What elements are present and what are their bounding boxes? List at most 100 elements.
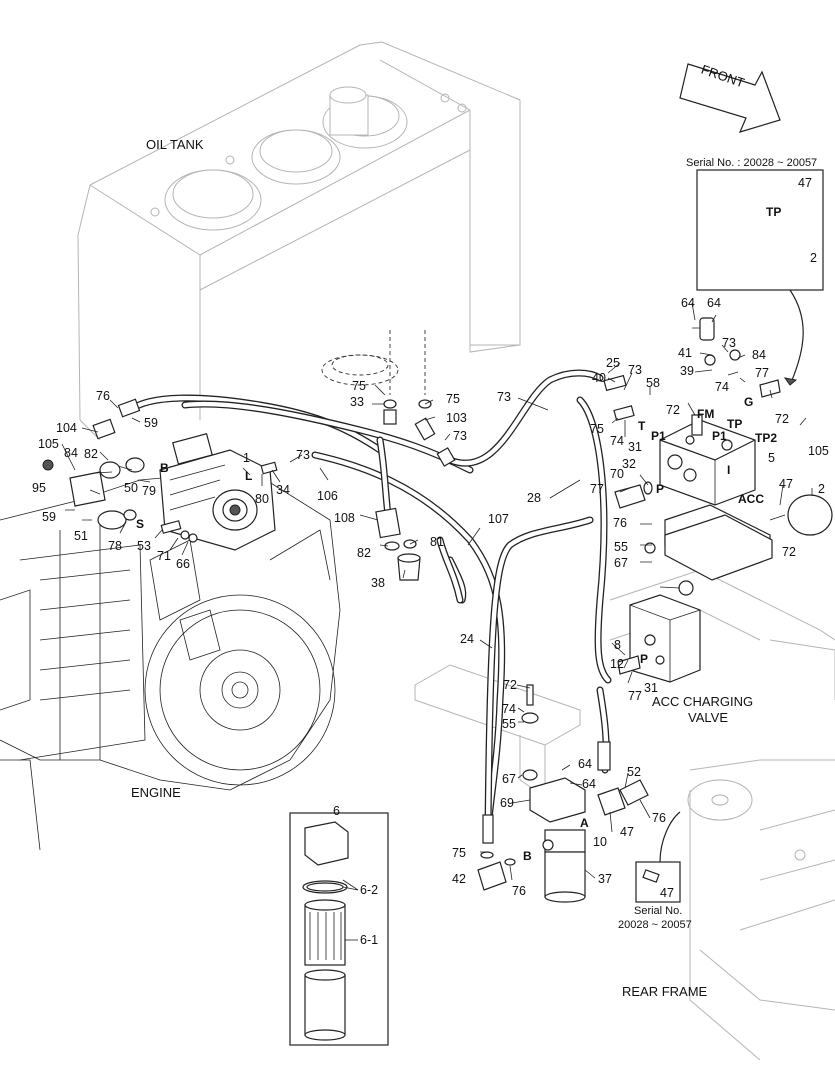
part-callout-67: 67 [502,772,516,786]
port-l: L [245,469,252,483]
part-callout-40: 40 [592,371,606,385]
part-callout-67: 67 [614,556,628,570]
part-callout-77: 77 [628,689,642,703]
part-callout-31: 31 [644,681,658,695]
part-callout-76: 76 [512,884,526,898]
main-pump-assembly [42,398,278,551]
part-callout-8: 8 [614,638,621,652]
port-p1-left: P1 [651,429,666,443]
acc-valve-label-line1: ACC CHARGING [652,694,753,709]
filter-inset-part-6-2: 6-2 [360,883,378,897]
part-callout-74: 74 [610,434,624,448]
part-callout-59: 59 [144,416,158,430]
leader-lines [61,302,813,881]
port-s: S [136,517,144,531]
part-callout-42: 42 [452,872,466,886]
part-callout-50: 50 [124,481,138,495]
part-callout-1: 1 [243,451,250,465]
bracket-plate-12 [664,514,773,581]
port-p-acc: P [640,652,648,666]
part-callout-84: 84 [64,446,78,460]
port-fm: FM [697,407,714,421]
serial-bottom-label-line1: Serial No. [634,905,682,917]
part-callout-33: 33 [350,395,364,409]
part-callout-32: 32 [622,457,636,471]
part-callout-12: 12 [610,657,624,671]
part-callout-72: 72 [775,412,789,426]
port-tp2: TP2 [755,431,777,445]
part-callout-5: 5 [768,451,775,465]
part-callout-39: 39 [680,364,694,378]
serial-top-label: Serial No. : 20028 ~ 20057 [686,157,817,169]
part-callout-53: 53 [137,539,151,553]
part-callout-59: 59 [42,510,56,524]
part-callout-73: 73 [296,448,310,462]
part-callout-108: 108 [334,511,355,525]
filter-inset-title: 6 [333,804,340,818]
part-callout-64: 64 [681,296,695,310]
part-callout-28: 28 [527,491,541,505]
part-callout-74: 74 [502,702,516,716]
part-callout-66: 66 [176,557,190,571]
part-callout-103: 103 [446,411,467,425]
port-b-pump: B [160,461,169,475]
inset-top-part-2: 2 [810,251,817,265]
port-g: G [744,395,753,409]
part-callout-82: 82 [84,447,98,461]
part-callout-55: 55 [502,717,516,731]
rear-frame-label: REAR FRAME [622,984,708,999]
return-filter-assembly [477,684,649,903]
front-arrow [679,63,781,133]
part-callout-76: 76 [613,516,627,530]
part-callout-75: 75 [352,379,366,393]
hose-lines [126,369,612,834]
part-callout-72: 72 [782,545,796,559]
part-callout-69: 69 [500,796,514,810]
part-callout-72: 72 [503,678,517,692]
part-callout-2: 2 [818,482,825,496]
filter-inset-part-6-1: 6-1 [360,933,378,947]
part-callout-10: 10 [593,835,607,849]
part-callout-58: 58 [646,376,660,390]
part-callout-38: 38 [371,576,385,590]
part-callout-79: 79 [142,484,156,498]
part-callout-73: 73 [722,336,736,350]
part-callout-76: 76 [652,811,666,825]
part-callout-64: 64 [582,777,596,791]
part-callout-73: 73 [497,390,511,404]
part-callout-74: 74 [715,380,729,394]
part-callout-34: 34 [276,483,290,497]
part-callout-70: 70 [610,467,624,481]
part-callout-76: 76 [96,389,110,403]
part-callout-75: 75 [446,392,460,406]
port-acc: ACC [738,492,764,506]
part-callout-75: 75 [590,422,604,436]
inset-top-part-47: 47 [798,176,812,190]
part-callout-77: 77 [755,366,769,380]
serial-bottom-label-line2: 20028 ~ 20057 [618,919,692,931]
port-p: P [656,482,664,496]
part-callout-95: 95 [32,481,46,495]
part-callout-31: 31 [628,440,642,454]
part-callout-64: 64 [707,296,721,310]
part-callout-81: 81 [430,535,444,549]
part-callout-73: 73 [628,363,642,377]
inset-bottom-part-47: 47 [660,886,674,900]
rear-frame-outline [414,569,835,1061]
part-callout-82: 82 [357,546,371,560]
port-tp: TP [727,417,742,431]
acc-valve-label-line2: VALVE [688,710,728,725]
part-callout-105: 105 [808,444,829,458]
port-i: I [727,463,730,477]
part-callout-55: 55 [614,540,628,554]
serial-inset-top [696,169,824,386]
port-a: A [580,816,589,830]
part-callout-104: 104 [56,421,77,435]
port-b-filter: B [523,849,532,863]
part-callout-37: 37 [598,872,612,886]
part-callout-75: 75 [452,846,466,860]
part-callout-73: 73 [453,429,467,443]
oil-tank-label: OIL TANK [146,137,204,152]
part-callout-77: 77 [590,482,604,496]
part-callout-47: 47 [779,477,793,491]
